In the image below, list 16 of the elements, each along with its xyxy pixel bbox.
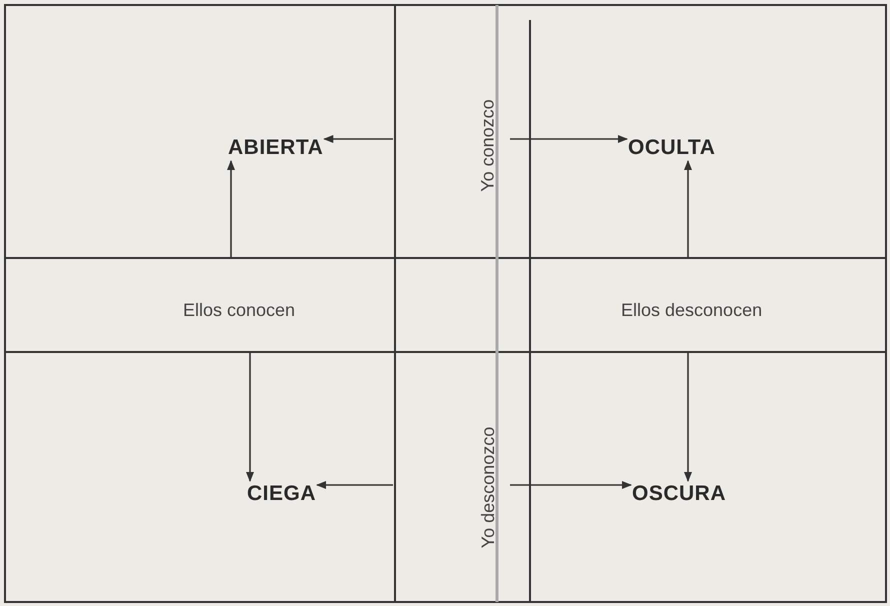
arrow — [227, 160, 235, 257]
arrow — [510, 135, 628, 143]
arrow — [316, 481, 393, 489]
quadrant-title: CIEGA — [247, 482, 316, 506]
arrow — [323, 135, 393, 143]
axis-label: Yo conozco — [478, 98, 499, 192]
axis-label: Ellos desconocen — [621, 300, 762, 321]
axis-label: Yo desconozco — [478, 426, 499, 548]
arrow — [246, 353, 254, 482]
axis-label: Ellos conocen — [183, 300, 296, 321]
quadrant-title: ABIERTA — [228, 136, 324, 160]
arrow — [684, 160, 692, 257]
arrow — [510, 481, 632, 489]
quadrant-title: OSCURA — [632, 482, 726, 506]
quadrant-title: OCULTA — [628, 136, 716, 160]
arrow — [684, 353, 692, 482]
